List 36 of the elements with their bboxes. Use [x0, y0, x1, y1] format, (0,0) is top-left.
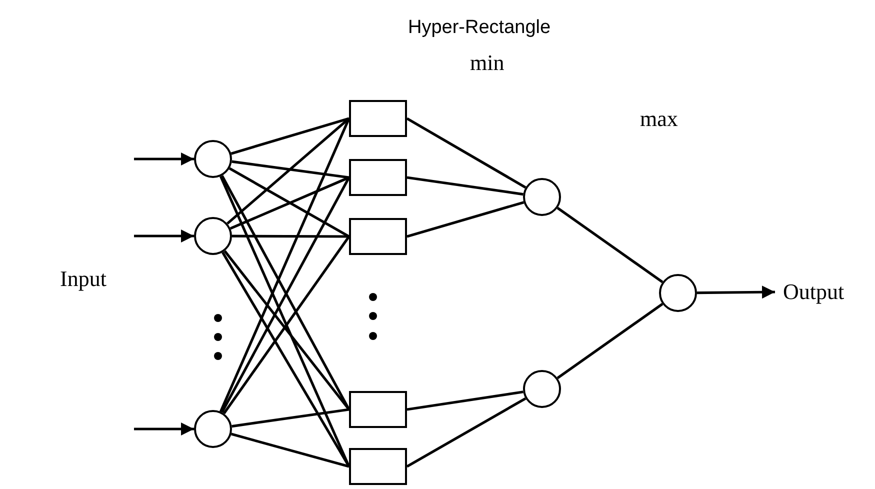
neuron-circle	[194, 410, 232, 448]
connector-line	[556, 206, 664, 284]
arrow	[696, 286, 776, 299]
arrow	[134, 230, 194, 242]
neuron-circle	[194, 217, 232, 255]
connector-line	[556, 302, 664, 380]
connector-line	[406, 201, 524, 238]
arrow	[134, 422, 194, 436]
connector-line	[232, 408, 350, 428]
text-label: max	[640, 106, 678, 132]
neuron-circle	[659, 274, 697, 312]
hyper-rectangle-box	[349, 218, 407, 255]
connector-line	[228, 167, 350, 238]
hyper-rectangle-box	[349, 159, 407, 196]
neuron-circle	[523, 178, 561, 216]
text-label: min	[470, 50, 504, 76]
connector-line	[406, 176, 524, 196]
connector-line	[230, 176, 350, 230]
arrow	[134, 152, 194, 166]
connector-line	[406, 390, 524, 411]
diagram-title: Hyper-Rectangle	[408, 17, 551, 39]
neuron-circle	[194, 140, 232, 178]
neuron-circle	[523, 370, 561, 408]
connector-line	[230, 117, 350, 155]
output-label: Output	[783, 277, 867, 307]
text-label: Input	[60, 266, 106, 292]
hyper-rectangle-box	[349, 100, 407, 137]
connector-line	[226, 118, 350, 225]
connector-line	[232, 160, 350, 179]
connector-line	[230, 432, 350, 468]
connector-line	[219, 118, 350, 412]
connector-line	[406, 117, 526, 189]
connector-line	[232, 234, 349, 238]
connector-line	[406, 397, 526, 468]
hyper-rectangle-box	[349, 448, 407, 485]
hyper-rectangle-box	[349, 391, 407, 428]
